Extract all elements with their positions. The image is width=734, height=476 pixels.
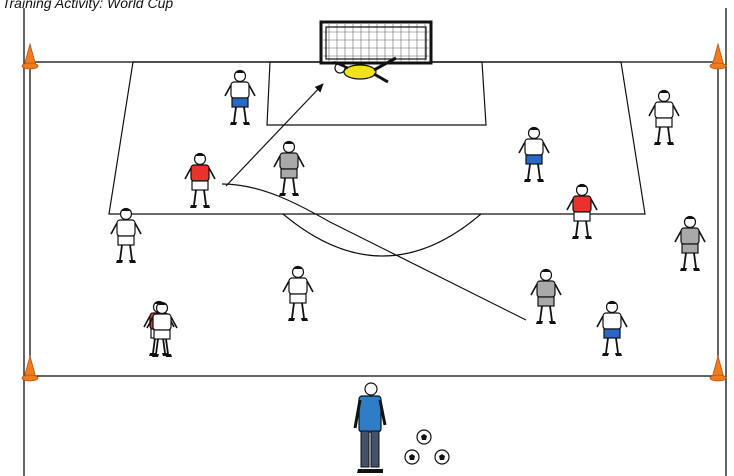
coach-figure (353, 382, 387, 473)
player-figure (648, 89, 680, 145)
cone-icon (21, 42, 39, 70)
player-figure (333, 56, 397, 84)
penalty-arc (282, 213, 482, 257)
player-figure (224, 69, 256, 125)
player-figure (273, 140, 305, 196)
player-figure (518, 126, 550, 182)
player-figure (530, 268, 562, 324)
player-figure (674, 215, 706, 271)
ball-icon (416, 429, 432, 445)
cone-icon (21, 354, 39, 382)
player-figure (282, 265, 314, 321)
ball-icon (434, 449, 450, 465)
pass-line (221, 183, 527, 321)
goal (319, 20, 433, 65)
diagram-caption: Training Activity: World Cup (2, 0, 174, 11)
ball-icon (404, 449, 420, 465)
shot-arrow (225, 83, 324, 187)
player-figure (566, 183, 598, 239)
player-figure (596, 300, 628, 356)
cone-icon (709, 354, 727, 382)
player-figure (146, 301, 178, 357)
cone-icon (709, 42, 727, 70)
player-figure (110, 207, 142, 263)
player-figure (184, 152, 216, 208)
penalty-area (108, 61, 646, 215)
